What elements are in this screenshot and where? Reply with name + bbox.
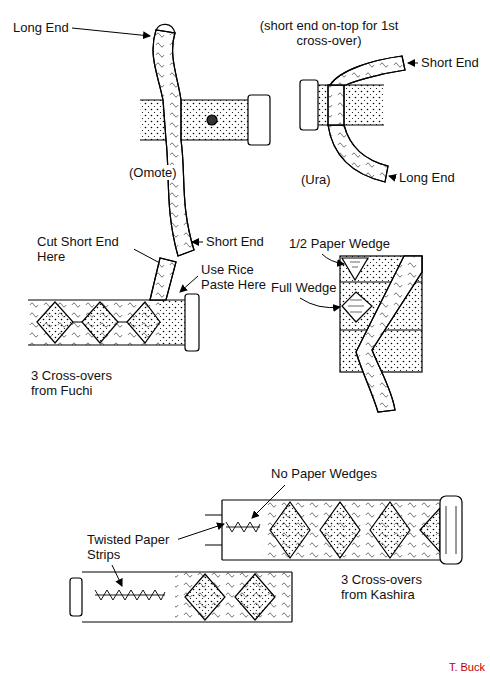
- part-label: Long End: [12, 20, 70, 35]
- part-label: Full Wedge: [270, 280, 338, 295]
- part-label: Twisted Paper Strips: [86, 532, 178, 562]
- leader-line: [112, 565, 122, 586]
- part-label: (short end on-top for 1st cross-over): [258, 18, 400, 48]
- leader-line: [180, 276, 198, 292]
- part-label: Short End: [420, 55, 480, 70]
- kashira-side-handle: [205, 496, 462, 564]
- part-label: Use Rice Paste Here: [200, 262, 277, 292]
- part-label: 3 Cross-overs from Kashira: [340, 572, 452, 602]
- part-label: 3 Cross-overs from Fuchi: [30, 368, 132, 398]
- part-label: 1/2 Paper Wedge: [288, 236, 391, 251]
- part-label: Cut Short End Here: [36, 234, 134, 264]
- part-label: (Ura): [300, 172, 332, 187]
- wedge-detail: [340, 256, 422, 412]
- leader-line: [300, 298, 340, 308]
- part-label: (Omote): [128, 165, 178, 180]
- credit-label: T. Buck: [448, 660, 486, 675]
- leader-line: [176, 524, 224, 540]
- leader-line: [408, 63, 418, 64]
- open-handle: [70, 572, 292, 622]
- part-label: Long End: [398, 170, 456, 185]
- leader-line: [192, 242, 203, 243]
- leader-line: [72, 28, 150, 36]
- leader-line: [389, 176, 396, 178]
- fuchi-side-handle: [28, 258, 199, 351]
- ura-handle: [300, 56, 405, 182]
- part-label: No Paper Wedges: [270, 466, 378, 481]
- part-label: Short End: [205, 234, 265, 249]
- leader-line: [252, 485, 285, 518]
- omote-handle: [140, 24, 270, 256]
- leader-line: [322, 254, 344, 264]
